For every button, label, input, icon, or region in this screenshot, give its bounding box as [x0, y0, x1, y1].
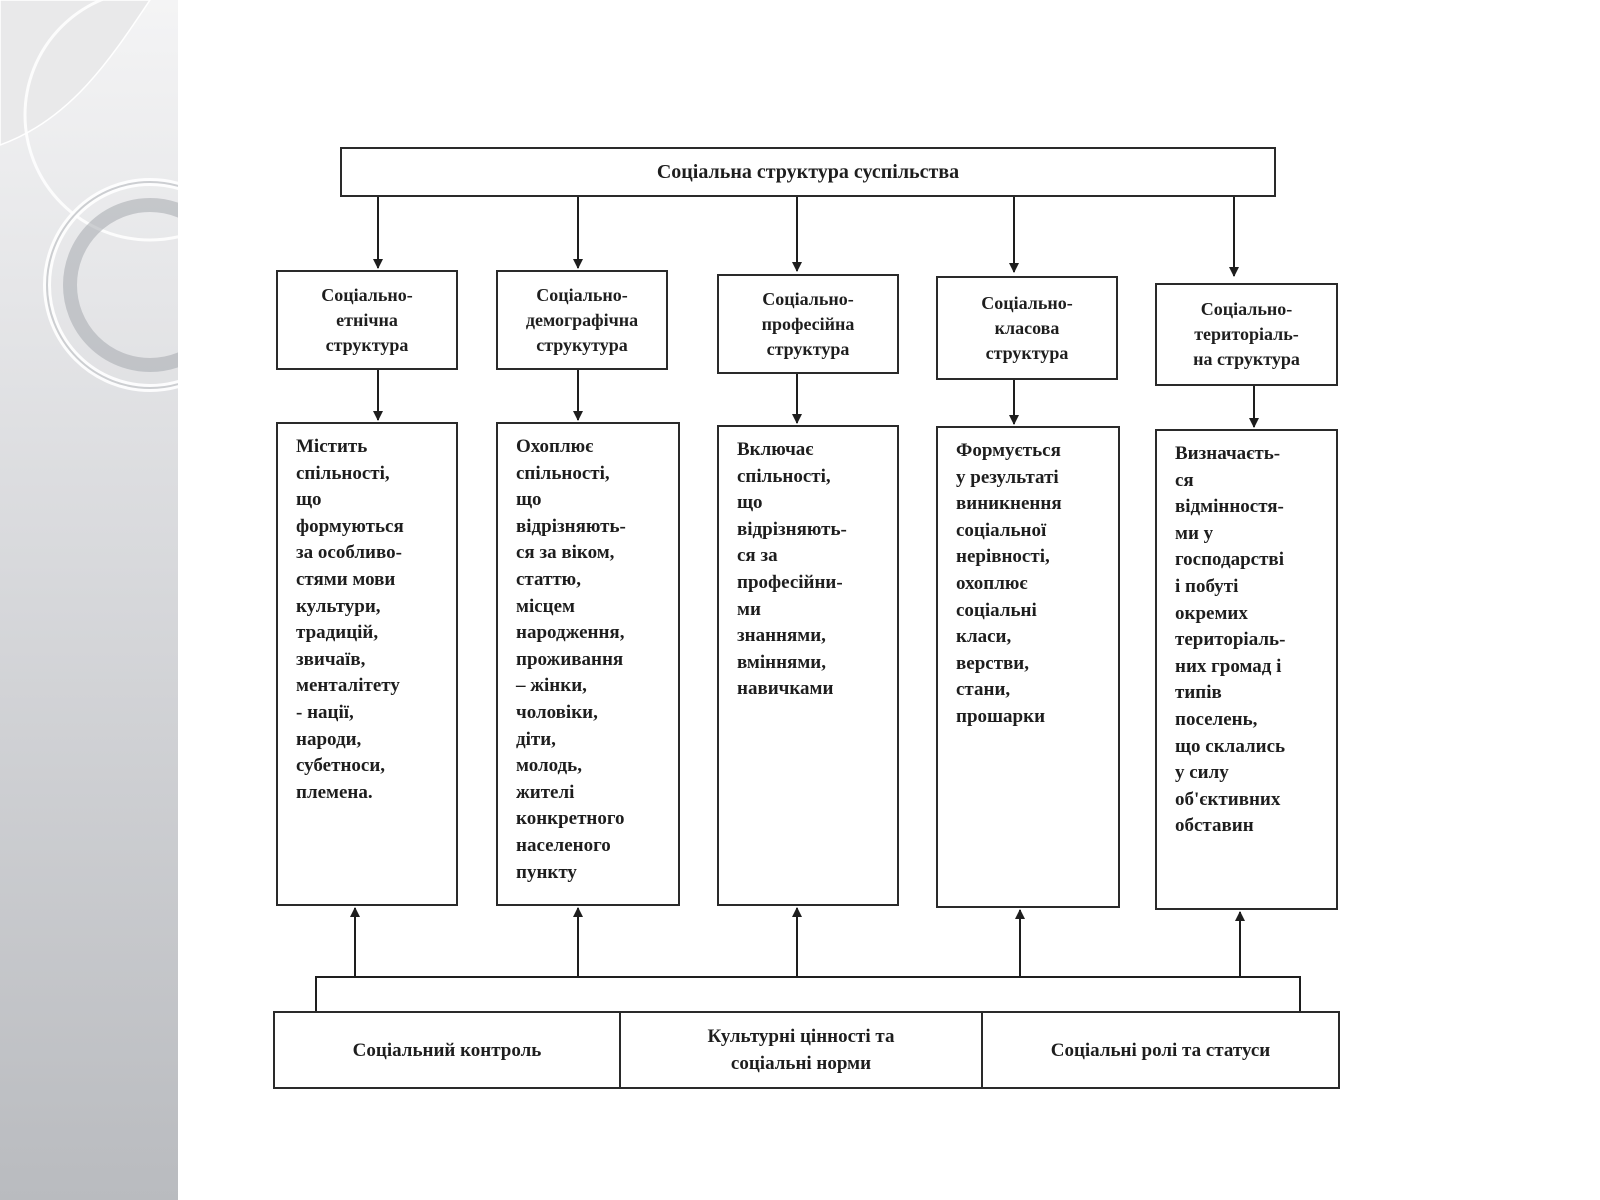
description-demographic-structure: Охоплює спільності, що відрізняють- ся з…: [496, 422, 680, 906]
heading-demographic-structure: Соціально- демографічна струкутура: [496, 270, 668, 370]
factor-social-roles-and-statuses: Соціальні ролі та статуси: [1050, 1039, 1271, 1061]
description-class-structure: Формується у результаті виникнення соціа…: [936, 426, 1120, 908]
diagram-title: Соціальна структура суспільства: [656, 160, 960, 183]
description-territorial-structure: Визначаєть- ся відмінностя- ми у господа…: [1155, 429, 1338, 910]
factor-cultural-values-and-norms: Культурні цінності та соціальні норми: [621, 1013, 983, 1087]
heading-ethnic-structure: Соціально- етнічна структура: [276, 270, 458, 370]
diagram-title-box: Соціальна структура суспільства: [340, 147, 1276, 197]
factor-bracket: [315, 976, 1301, 1011]
description-ethnic-structure: Містить спільності, що формуються за осо…: [276, 422, 458, 906]
description-professional-structure: Включає спільності, що відрізняють- ся з…: [717, 425, 899, 906]
factor-social-control: Соціальний контроль: [275, 1013, 621, 1087]
heading-professional-structure: Соціально- професійна структура: [717, 274, 899, 374]
factors-row: Соціальний контроль Культурні цінності т…: [273, 1011, 1340, 1089]
decorative-side-band: [0, 0, 178, 1200]
heading-class-structure: Соціально- класова структура: [936, 276, 1118, 380]
decorative-rings-icon: [0, 0, 178, 392]
heading-territorial-structure: Соціально- територіаль- на структура: [1155, 283, 1338, 386]
